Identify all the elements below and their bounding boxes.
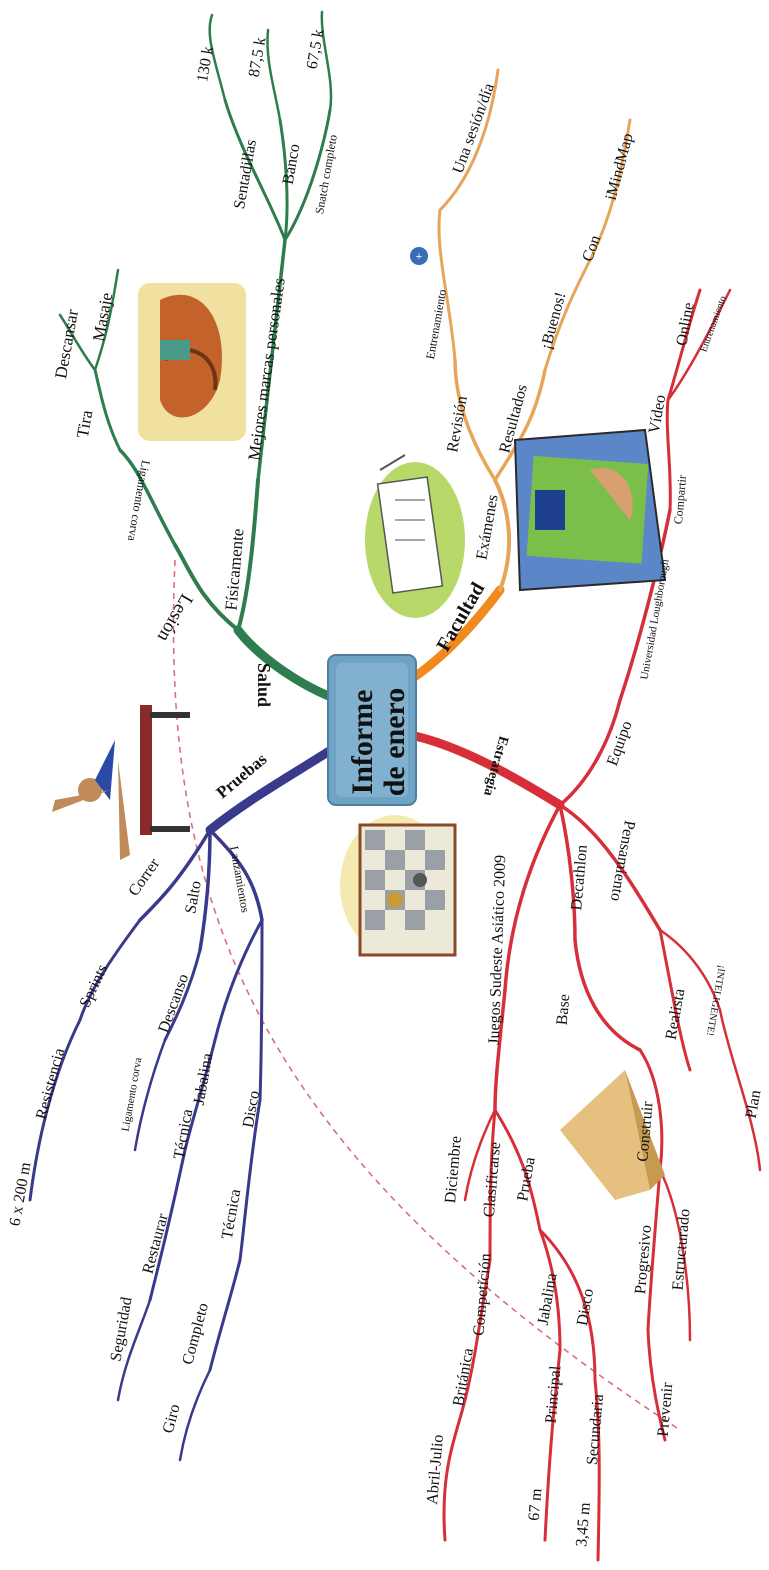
label-disco-est[interactable]: Disco <box>574 1287 597 1327</box>
label-decathlon[interactable]: Decathlon <box>568 844 591 911</box>
label-lesion[interactable]: Lesión <box>152 590 196 646</box>
label-imindmap[interactable]: iMindMap <box>603 132 637 203</box>
label-tecnica-1[interactable]: Técnica <box>171 1108 197 1161</box>
label-entrenamiento-fac[interactable]: Entrenamiento <box>423 288 449 360</box>
label-snatch-completo[interactable]: Snatch completo <box>312 134 340 216</box>
label-disco-pr[interactable]: Disco <box>240 1089 263 1129</box>
label-masaje[interactable]: Masaje <box>89 291 116 343</box>
central-title-line2: de enero <box>378 688 411 797</box>
central-title-line1: Informe <box>346 690 379 795</box>
branch-facultad <box>405 68 632 685</box>
label-correr[interactable]: Correr <box>125 855 163 900</box>
label-pensamiento[interactable]: Pensamiento <box>607 819 638 902</box>
label-banco[interactable]: Banco <box>280 143 304 186</box>
label-tira[interactable]: Tira <box>73 408 97 439</box>
label-principal[interactable]: Principal <box>543 1365 565 1425</box>
label-diciembre[interactable]: Diciembre <box>442 1135 465 1204</box>
label-completo[interactable]: Completo <box>179 1301 212 1366</box>
label-descanso[interactable]: Descanso <box>155 972 192 1035</box>
svg-text:+: + <box>416 251 422 263</box>
illustration-exam-papers <box>365 454 465 618</box>
label-examenes[interactable]: Exámenes <box>473 493 501 561</box>
label-plan[interactable]: Plan <box>743 1089 765 1120</box>
label-realista[interactable]: Realista <box>663 987 689 1041</box>
illustration-massage <box>138 283 246 441</box>
branch-estrategia <box>405 288 762 1562</box>
label-clasificarse[interactable]: Clasificarse <box>481 1141 505 1218</box>
label-67m[interactable]: 67 m <box>526 1487 546 1521</box>
label-67-5k[interactable]: 67,5 k <box>304 28 328 70</box>
label-jabalina-pr[interactable]: Jabalina <box>191 1052 217 1107</box>
illustration-hurdler <box>52 705 190 860</box>
label-juegos-sudeste[interactable]: Juegos Sudeste Asiático 2009 <box>486 855 510 1045</box>
label-compartir[interactable]: Compartir <box>671 474 689 524</box>
label-con[interactable]: Con <box>579 233 604 264</box>
label-secundaria[interactable]: Secundaria <box>584 1393 607 1465</box>
illustration-chess <box>340 815 457 957</box>
label-prueba[interactable]: Prueba <box>514 1156 538 1203</box>
label-estructurado[interactable]: Estructurado <box>669 1208 693 1291</box>
branch-title-salud[interactable]: Salud <box>254 663 274 707</box>
label-progresivo[interactable]: Progresivo <box>632 1224 655 1295</box>
label-britanica[interactable]: Británica <box>450 1347 477 1408</box>
label-ligamento-corva[interactable]: Ligamento corva <box>125 459 153 542</box>
label-sprints[interactable]: Sprints <box>77 962 112 1010</box>
info-icon[interactable]: + <box>410 247 428 265</box>
label-3-45m[interactable]: 3,45 m <box>573 1501 594 1547</box>
label-130k[interactable]: 130 k <box>194 45 217 83</box>
branch-salud <box>58 10 365 710</box>
relationship-link <box>172 559 681 1431</box>
label-online[interactable]: Online <box>673 301 697 347</box>
illustration-pyramid <box>560 1070 665 1200</box>
label-base[interactable]: Base <box>554 993 574 1025</box>
label-tecnica-2[interactable]: Técnica <box>219 1188 245 1241</box>
label-buenos[interactable]: ¡Buenos! <box>538 290 570 351</box>
label-salto[interactable]: Salto <box>182 880 204 915</box>
label-construir[interactable]: Construir <box>634 1100 656 1162</box>
label-restaurar[interactable]: Restaurar <box>140 1211 172 1275</box>
label-competicion[interactable]: Competición <box>470 1253 494 1337</box>
label-equipo[interactable]: Equipo <box>604 719 636 768</box>
illustration-laptop <box>513 428 667 592</box>
label-video[interactable]: Vídeo <box>646 393 670 434</box>
label-mejores-marcas[interactable]: Mejores marcas personales <box>244 277 288 462</box>
label-giro[interactable]: Giro <box>160 1402 184 1435</box>
label-abril-julio[interactable]: Abril-Julio <box>424 1434 447 1505</box>
label-resistencia[interactable]: Resistencia <box>33 1046 68 1121</box>
label-entrenamiento-est[interactable]: Entrenamiento <box>698 295 728 354</box>
label-prevenir[interactable]: Prevenir <box>655 1381 677 1437</box>
central-node[interactable]: Informe de enero <box>327 654 417 806</box>
label-87-5k[interactable]: 87,5 k <box>246 36 270 78</box>
